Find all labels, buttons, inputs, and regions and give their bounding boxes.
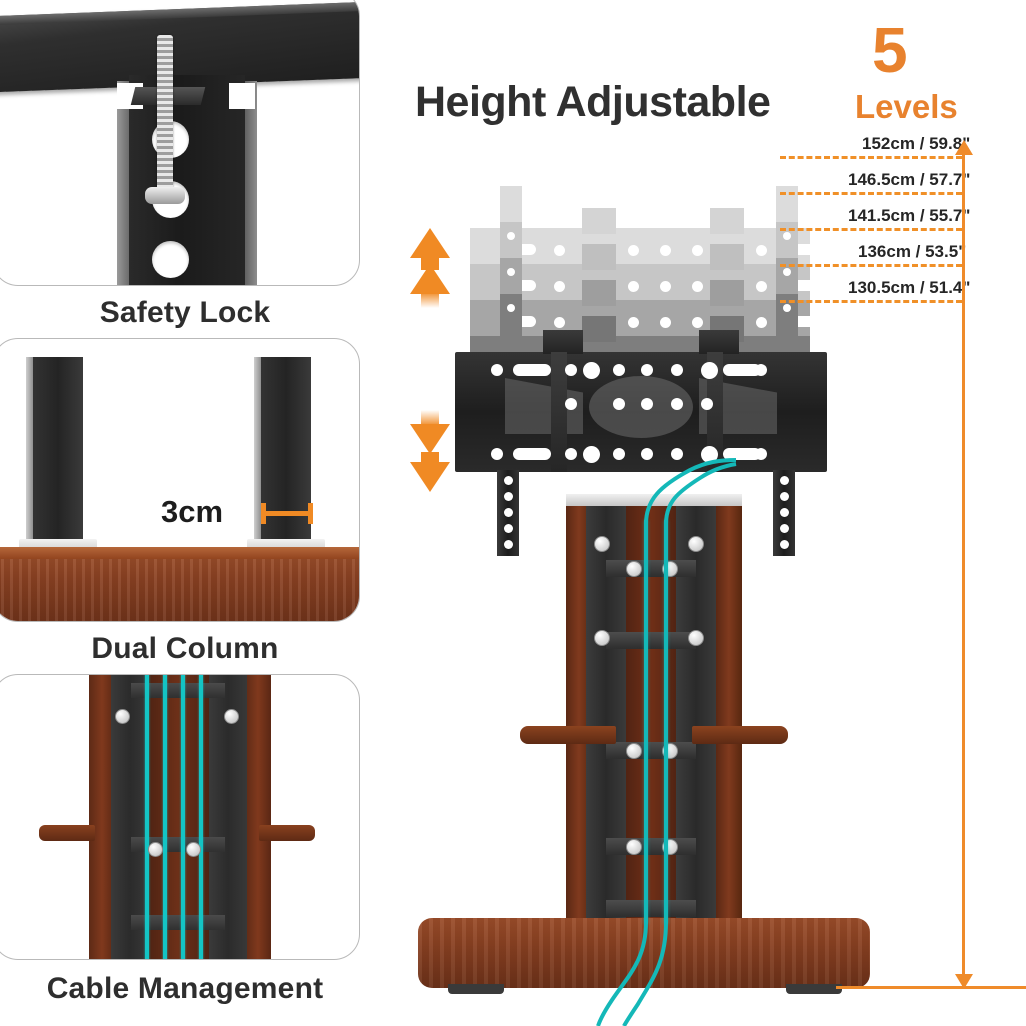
bracket-hole bbox=[671, 448, 683, 460]
bracket-hole bbox=[583, 362, 600, 379]
bracket-hole bbox=[565, 448, 577, 460]
dimension-label: 141.5cm / 55.7" bbox=[848, 206, 971, 225]
dimension-arrow-down bbox=[955, 974, 973, 989]
bracket-hole bbox=[671, 398, 683, 410]
stand-cross-rail bbox=[606, 632, 696, 649]
side-shelf-left bbox=[39, 825, 95, 841]
bracket-hole bbox=[491, 364, 503, 376]
bracket-hole bbox=[671, 364, 683, 376]
column-edge-left bbox=[117, 81, 131, 285]
dimension-dashline bbox=[780, 192, 962, 195]
column-left bbox=[33, 357, 83, 547]
bracket-hole bbox=[613, 448, 625, 460]
column-highlight-right bbox=[254, 357, 261, 547]
dimension-label: 152cm / 59.8" bbox=[862, 134, 971, 153]
cable-teal bbox=[181, 675, 185, 959]
stand-side-shelf-right bbox=[692, 726, 788, 744]
bracket-hole bbox=[641, 364, 653, 376]
bracket-tab bbox=[543, 330, 583, 354]
base-foot-right bbox=[786, 984, 842, 994]
feature-panel-dual-column: 3cm bbox=[0, 338, 360, 622]
bracket-rail-left bbox=[497, 470, 519, 556]
screw bbox=[626, 561, 642, 577]
bracket-slot bbox=[513, 448, 551, 460]
cable-teal bbox=[145, 675, 149, 959]
bracket-slot bbox=[723, 448, 761, 460]
stand-side-shelf-left bbox=[520, 726, 616, 744]
dimension-dashline bbox=[780, 300, 962, 303]
column-edge-right bbox=[243, 81, 257, 285]
bracket-hole bbox=[565, 398, 577, 410]
dimension-ground-line bbox=[836, 986, 1026, 989]
dimension-label: 146.5cm / 57.7" bbox=[848, 170, 971, 189]
column-body bbox=[129, 75, 245, 285]
safety-lock-screw bbox=[157, 35, 173, 195]
bracket-hole bbox=[583, 446, 600, 463]
bracket-hole bbox=[613, 364, 625, 376]
level-count-word: Levels bbox=[855, 88, 958, 125]
bracket-divider bbox=[551, 352, 567, 472]
dimension-dashline bbox=[780, 264, 962, 267]
cable-teal bbox=[199, 675, 203, 959]
bracket-hole bbox=[565, 364, 577, 376]
bracket-slot bbox=[513, 364, 551, 376]
side-shelf-right bbox=[259, 825, 315, 841]
stand-cross-rail bbox=[606, 900, 696, 917]
screw bbox=[626, 743, 642, 759]
cable-teal bbox=[163, 675, 167, 959]
bracket-hole bbox=[701, 362, 718, 379]
ghost-rail bbox=[500, 294, 522, 346]
dimension-axis-vertical bbox=[962, 150, 965, 988]
screw bbox=[186, 842, 201, 857]
tv-mount-bracket bbox=[455, 330, 827, 472]
screw bbox=[626, 839, 642, 855]
dimension-bar-3cm bbox=[261, 503, 313, 524]
bracket-hole bbox=[701, 398, 713, 410]
safety-lock-screw-head bbox=[145, 187, 185, 204]
screw bbox=[148, 842, 163, 857]
screw bbox=[594, 536, 610, 552]
feature-caption-safety-lock: Safety Lock bbox=[99, 296, 271, 329]
feature-caption-dual-column: Dual Column bbox=[91, 632, 279, 665]
screw bbox=[594, 630, 610, 646]
feature-panel-safety-lock bbox=[0, 0, 360, 286]
bracket-rail-right bbox=[773, 470, 795, 556]
stand-wood-post-right bbox=[716, 506, 742, 926]
column-notch-right bbox=[229, 83, 255, 109]
bracket-slot bbox=[723, 364, 761, 376]
ghost-rail bbox=[776, 294, 798, 346]
dimension-arrow-up bbox=[955, 140, 973, 155]
bracket-divider bbox=[707, 352, 723, 472]
page-title: Height Adjustable bbox=[415, 78, 771, 126]
screw bbox=[115, 709, 130, 724]
dimension-label: 130.5cm / 51.4" bbox=[848, 278, 971, 297]
wood-post-right bbox=[245, 675, 271, 959]
bracket-hole bbox=[755, 364, 767, 376]
bracket-hole bbox=[613, 398, 625, 410]
screw bbox=[224, 709, 239, 724]
bracket-hole bbox=[755, 448, 767, 460]
dimension-label-3cm: 3cm bbox=[161, 494, 224, 529]
base-foot-left bbox=[448, 984, 504, 994]
feature-caption-cable-management: Cable Management bbox=[46, 972, 324, 1005]
bracket-hole bbox=[641, 448, 653, 460]
screw bbox=[688, 536, 704, 552]
bracket-hole bbox=[491, 448, 503, 460]
column-highlight-left bbox=[26, 357, 33, 547]
wood-base-graphic bbox=[0, 547, 359, 621]
wood-post-left bbox=[89, 675, 115, 959]
bracket-hole bbox=[641, 398, 653, 410]
dimension-label: 136cm / 53.5" bbox=[858, 242, 967, 261]
column-hole bbox=[152, 241, 189, 278]
dimension-dashline bbox=[780, 228, 962, 231]
bracket-tab bbox=[699, 330, 739, 354]
feature-panel-cable-management bbox=[0, 674, 360, 960]
cable-teal bbox=[664, 520, 668, 924]
bracket-hole bbox=[701, 446, 718, 463]
level-count-number: 5 bbox=[872, 14, 908, 86]
screw bbox=[688, 630, 704, 646]
cable-teal bbox=[644, 520, 648, 924]
dimension-dashline bbox=[780, 156, 962, 159]
